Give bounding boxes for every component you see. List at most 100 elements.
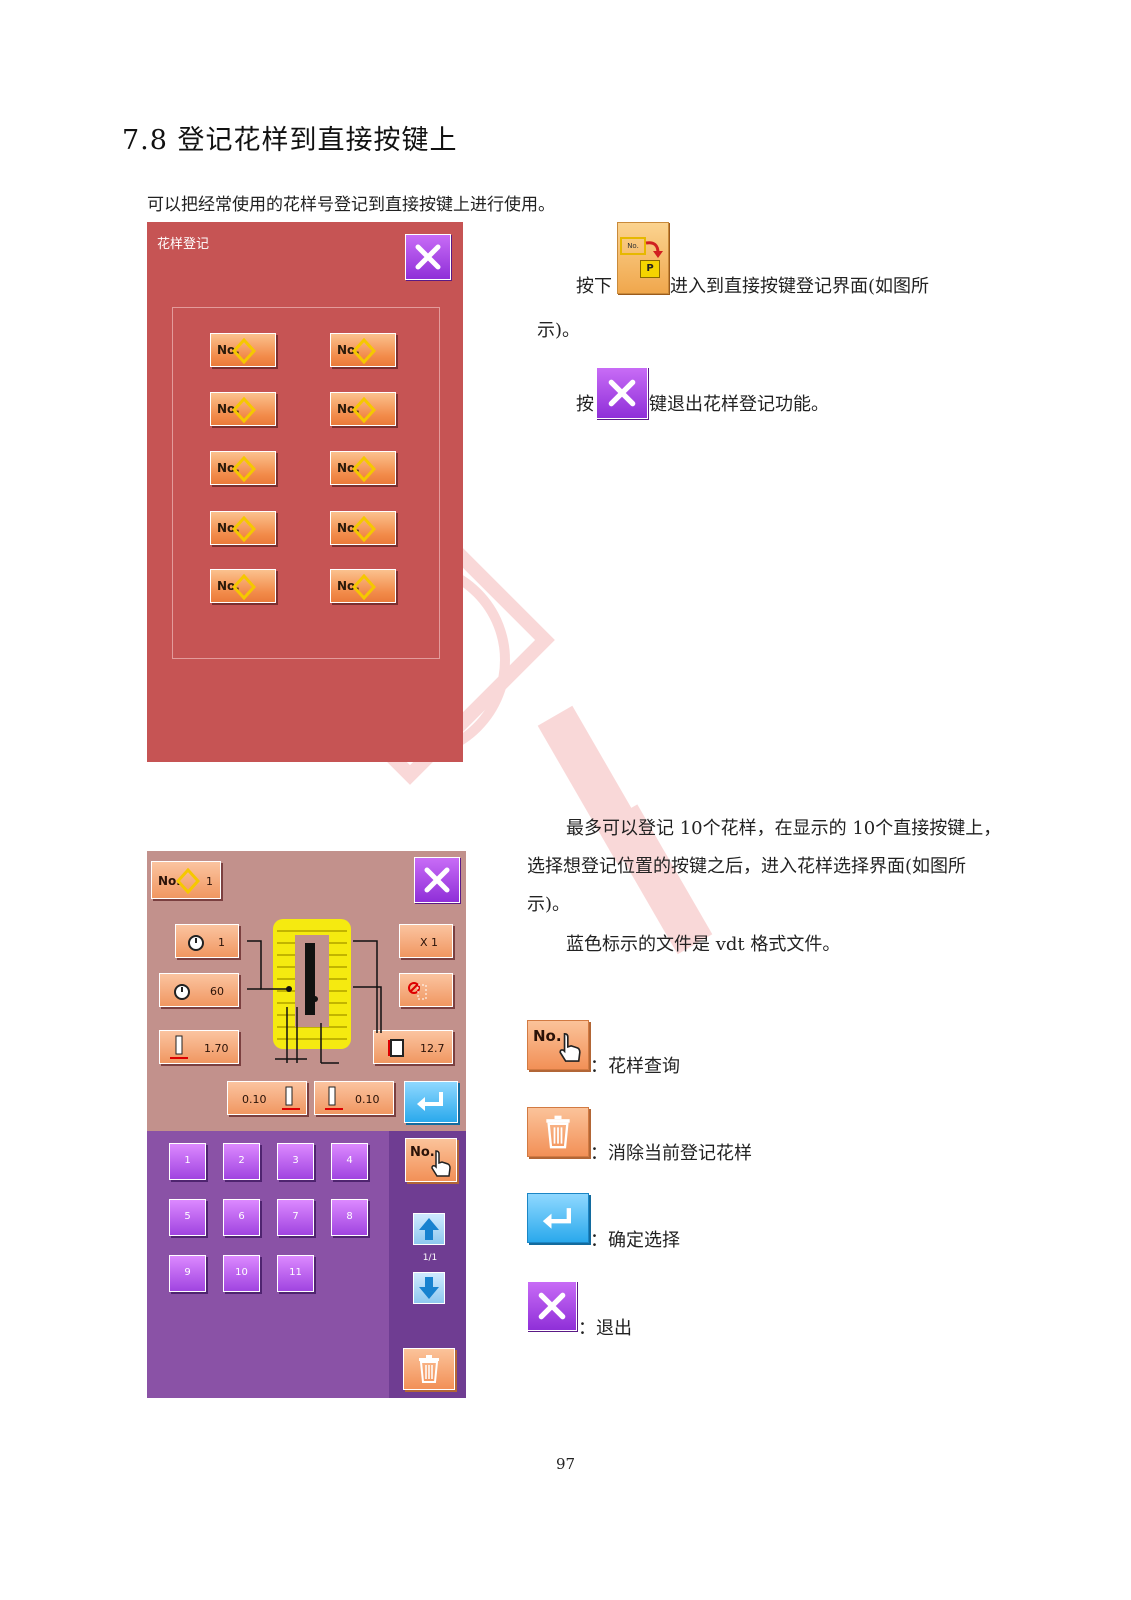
no-icon bbox=[408, 982, 427, 1000]
close-icon bbox=[608, 379, 636, 407]
pattern-number-label: 11 bbox=[289, 1267, 302, 1278]
param-mode-button[interactable] bbox=[399, 973, 453, 1007]
legend-exit-text: ：退出 bbox=[578, 1318, 632, 1339]
arrow-icon bbox=[645, 241, 663, 258]
close-button[interactable] bbox=[405, 234, 451, 280]
page-indicator: 1/1 bbox=[422, 1253, 438, 1263]
pattern-number-button[interactable]: 4 bbox=[331, 1143, 368, 1180]
offset-x-icon bbox=[282, 1086, 300, 1110]
pattern-number-label: 3 bbox=[292, 1155, 299, 1166]
legend-delete-icon bbox=[527, 1107, 589, 1157]
p-key-icon: P bbox=[640, 260, 660, 278]
description-line2: 选择想登记位置的按键之后，进入花样选择界面(如图所 bbox=[527, 856, 967, 877]
offset-y-icon bbox=[325, 1086, 343, 1110]
direct-key-button[interactable]: No. bbox=[210, 511, 276, 545]
param-length-button[interactable]: 1.70 bbox=[159, 1030, 239, 1064]
direct-key-button[interactable]: No. bbox=[210, 333, 276, 367]
enter-icon bbox=[417, 1092, 443, 1111]
direct-key-button[interactable]: No. bbox=[330, 392, 396, 426]
diamond-icon bbox=[232, 516, 256, 542]
pattern-number-button[interactable]: 11 bbox=[277, 1255, 314, 1292]
dial-icon bbox=[188, 935, 204, 951]
diamond-icon bbox=[352, 338, 376, 364]
param-speed-button[interactable]: 60 bbox=[159, 973, 239, 1007]
pattern-number-label: 2 bbox=[238, 1155, 245, 1166]
param-tension-button[interactable]: 1 bbox=[175, 924, 239, 958]
pattern-number-button[interactable]: 2 bbox=[223, 1143, 260, 1180]
param-offset-y-button[interactable]: 0.10 bbox=[314, 1081, 394, 1115]
intro-text: 可以把经常使用的花样号登记到直接按键上进行使用。 bbox=[147, 195, 555, 215]
pattern-number-button[interactable]: 1 bbox=[169, 1143, 206, 1180]
direct-key-button[interactable]: No. bbox=[330, 511, 396, 545]
page-number: 97 bbox=[555, 1455, 576, 1473]
press-label-2: 按 bbox=[576, 394, 594, 415]
trash-icon bbox=[546, 1115, 570, 1149]
pattern-number-label: 6 bbox=[238, 1211, 245, 1222]
pattern-number-label: 9 bbox=[184, 1267, 191, 1278]
direct-key-button[interactable]: No. bbox=[330, 569, 396, 603]
pattern-number-label: 1 bbox=[184, 1155, 191, 1166]
pattern-number-label: 8 bbox=[346, 1211, 353, 1222]
screen-title: 花样登记 bbox=[157, 237, 210, 252]
instruction-text-2: 键退出花样登记功能。 bbox=[649, 394, 829, 415]
direct-key-button[interactable]: No. bbox=[330, 451, 396, 485]
param-width-button[interactable]: 12.7 bbox=[373, 1030, 453, 1064]
pattern-number-button[interactable]: 8 bbox=[331, 1199, 368, 1236]
stitch-length-icon bbox=[170, 1035, 188, 1059]
diamond-icon bbox=[232, 397, 256, 423]
pattern-number-button[interactable]: 5 bbox=[169, 1199, 206, 1236]
hand-pointer-icon bbox=[431, 1150, 451, 1177]
trash-icon bbox=[419, 1355, 439, 1383]
diamond-icon bbox=[352, 574, 376, 600]
instruction-text-b: 示)。 bbox=[537, 320, 581, 341]
direct-key-button[interactable]: No. bbox=[210, 451, 276, 485]
page-up-button[interactable] bbox=[413, 1213, 445, 1245]
diamond-icon bbox=[176, 868, 200, 894]
close-icon bbox=[538, 1292, 566, 1320]
confirm-button[interactable] bbox=[404, 1081, 458, 1123]
diamond-icon bbox=[232, 574, 256, 600]
direct-key-frame bbox=[172, 307, 440, 659]
pattern-select-screen: No. 1 1 60 1.70 X 1 12.7 0.10 0.10 bbox=[147, 851, 466, 1398]
arrow-down-icon bbox=[419, 1277, 439, 1299]
param-offset-x-button[interactable]: 0.10 bbox=[227, 1081, 307, 1115]
pattern-no-button[interactable]: No. 1 bbox=[151, 861, 221, 899]
diamond-icon bbox=[352, 456, 376, 482]
delete-button[interactable] bbox=[403, 1348, 455, 1390]
direct-key-button[interactable]: No. bbox=[210, 569, 276, 603]
legend-confirm-icon bbox=[527, 1193, 589, 1243]
pattern-number-label: 5 bbox=[184, 1211, 191, 1222]
pattern-preview bbox=[247, 919, 382, 1064]
diamond-icon bbox=[352, 516, 376, 542]
pattern-register-screen: 花样登记 No. No. No. No. No. No. No. No. No. No. bbox=[147, 222, 463, 762]
pattern-number-label: 10 bbox=[235, 1267, 248, 1278]
direct-key-button[interactable]: No. bbox=[330, 333, 396, 367]
close-button[interactable] bbox=[414, 857, 460, 903]
pattern-number-label: 4 bbox=[346, 1155, 353, 1166]
page-down-button[interactable] bbox=[413, 1272, 445, 1304]
legend-search-text: ：花样查询 bbox=[590, 1056, 680, 1077]
enter-icon bbox=[542, 1208, 571, 1229]
pattern-number-button[interactable]: 3 bbox=[277, 1143, 314, 1180]
hand-pointer-icon bbox=[559, 1032, 581, 1062]
description-line4: 蓝色标示的文件是 vdt 格式文件。 bbox=[566, 934, 841, 955]
direct-key-button[interactable]: No. bbox=[210, 392, 276, 426]
close-icon bbox=[424, 867, 450, 893]
instruction-text-a: 进入到直接按键登记界面(如图所 bbox=[670, 276, 930, 297]
description-line1: 最多可以登记 10个花样，在显示的 10个直接按键上， bbox=[566, 818, 1002, 839]
legend-delete-text: ：消除当前登记花样 bbox=[590, 1143, 752, 1164]
diamond-icon bbox=[232, 338, 256, 364]
dial-icon bbox=[174, 984, 190, 1000]
pattern-number-button[interactable]: 9 bbox=[169, 1255, 206, 1292]
pattern-number-button[interactable]: 7 bbox=[277, 1199, 314, 1236]
legend-confirm-text: ：确定选择 bbox=[590, 1230, 680, 1251]
pattern-search-button[interactable]: No. bbox=[405, 1138, 457, 1182]
description-line3: 示)。 bbox=[527, 894, 571, 915]
close-icon bbox=[415, 244, 441, 270]
pattern-number-button[interactable]: 10 bbox=[223, 1255, 260, 1292]
press-label: 按下 bbox=[576, 276, 612, 297]
pattern-number-button[interactable]: 6 bbox=[223, 1199, 260, 1236]
param-repeat-button[interactable]: X 1 bbox=[399, 924, 453, 958]
arrow-up-icon bbox=[419, 1218, 439, 1240]
section-title: 7.8 登记花样到直接按键上 bbox=[122, 125, 458, 156]
